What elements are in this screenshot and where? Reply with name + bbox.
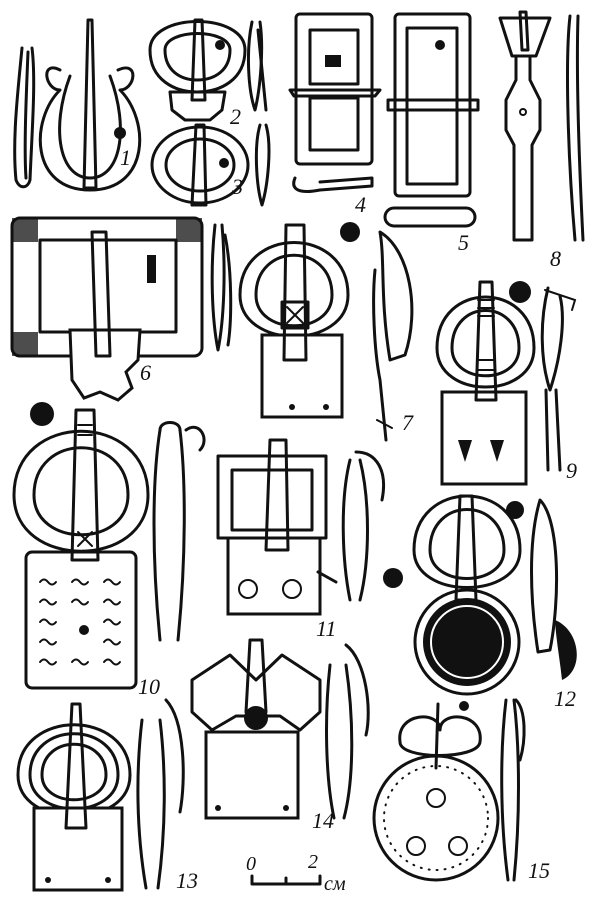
figure-number: 15 — [528, 858, 550, 883]
figure-7 — [238, 222, 414, 442]
figure-15 — [372, 698, 526, 882]
figure-number: 5 — [458, 230, 469, 255]
figure-11 — [216, 438, 403, 616]
scale-unit-label: см — [324, 873, 346, 895]
figure-6 — [10, 216, 233, 402]
figure-number: 3 — [231, 174, 243, 199]
figure-number: 1 — [120, 145, 131, 170]
figure-number: 2 — [230, 104, 241, 129]
figure-number: 8 — [550, 246, 561, 271]
figure-number: 7 — [402, 410, 414, 435]
figure-2 — [148, 18, 268, 122]
figure-9 — [435, 280, 577, 486]
figure-1 — [13, 18, 142, 192]
figure-number: 14 — [312, 808, 334, 833]
figure-labels: 1 2 3 4 5 6 7 8 9 10 11 12 13 14 15 — [120, 104, 577, 893]
figure-number: 4 — [355, 192, 366, 217]
figure-4 — [288, 12, 382, 193]
figure-number: 10 — [138, 674, 160, 699]
figure-number: 6 — [140, 360, 151, 385]
figure-3 — [150, 123, 271, 207]
figure-5 — [383, 12, 480, 228]
scale-end-label: 2 — [308, 851, 318, 873]
figure-number: 13 — [176, 868, 198, 893]
figure-number: 11 — [316, 616, 336, 641]
figure-13 — [16, 698, 185, 892]
figure-14 — [190, 638, 370, 820]
figure-8 — [498, 10, 585, 242]
scale-bar: 0 2 см — [246, 851, 346, 895]
figure-10 — [12, 402, 206, 690]
wavy-ornament — [39, 578, 121, 666]
figure-number: 12 — [554, 686, 576, 711]
scale-start-label: 0 — [246, 853, 256, 875]
figure-12 — [412, 494, 577, 696]
figure-number: 9 — [566, 458, 577, 483]
